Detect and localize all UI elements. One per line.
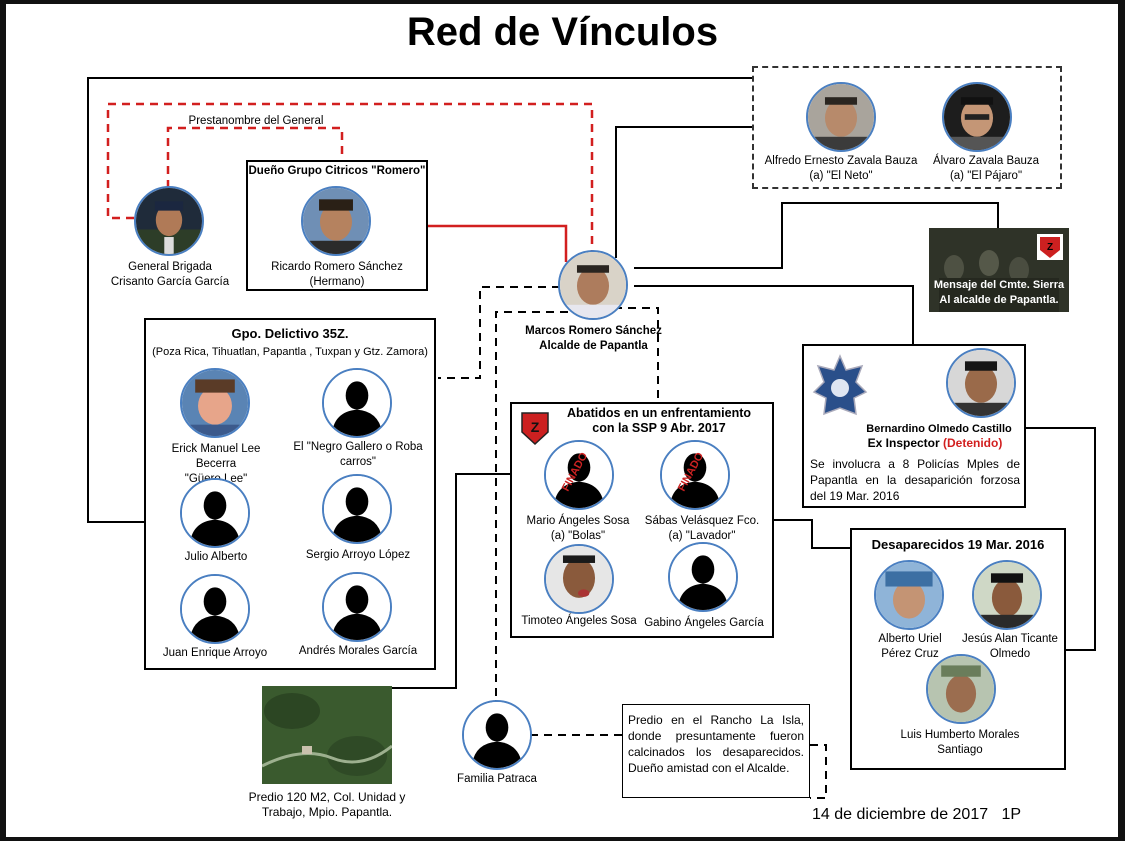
zavala-name-1: Alfredo Ernesto Zavala Bauza (a) "El Net… <box>764 155 918 182</box>
abatidos-header: Abatidos en un enfrentamiento con la SSP… <box>566 406 752 435</box>
svg-text:Z: Z <box>531 419 540 435</box>
general-name: General Brigada Crisanto García García <box>110 261 230 288</box>
zavala-photo-1 <box>806 82 876 152</box>
predio-satellite-image <box>262 686 392 784</box>
abatidos-silhouette-1 <box>544 440 614 510</box>
svg-text:Z: Z <box>1047 242 1053 253</box>
grupo-photo-1 <box>180 368 250 438</box>
predio-caption: Predio 120 M2, Col. Unidad y Trabajo, Mp… <box>248 790 406 819</box>
zetas-logo-icon: Z <box>520 410 550 446</box>
romero-photo <box>301 186 371 256</box>
abatidos-name-1: Mario Ángeles Sosa (a) "Bolas" <box>526 515 630 542</box>
romero-header: Dueño Grupo Citricos "Romero" <box>248 165 426 177</box>
desaparecidos-photo-2 <box>972 560 1042 630</box>
general-photo <box>134 186 204 256</box>
desaparecidos-photo-3 <box>926 654 996 724</box>
patraca-name: Familia Patraca <box>457 773 537 785</box>
inspector-photo <box>946 348 1016 418</box>
grupo-silhouette-4 <box>322 474 392 544</box>
abatidos-name-3: Timoteo Ángeles Sosa <box>521 615 637 627</box>
alcalde-photo <box>558 250 628 320</box>
grupo-subheader: (Poza Rica, Tihuatlan, Papantla , Tuxpan… <box>152 346 428 358</box>
grupo-silhouette-3 <box>180 478 250 548</box>
abatidos-silhouette-2 <box>660 440 730 510</box>
prestanombre-label: Prestanombre del General <box>188 115 324 127</box>
inspector-role: Ex Inspector <box>867 436 940 450</box>
mensaje-image: Z <box>929 228 1069 312</box>
mensaje-text: Mensaje del Cmte. Sierra Al alcalde de P… <box>933 279 1065 306</box>
date-footer: 14 de diciembre de 2017 1P <box>812 806 1022 823</box>
inspector-name: Bernardino Olmedo Castillo <box>866 423 1012 435</box>
rancho-text: Predio en el Rancho La Isla, donde presu… <box>628 713 804 775</box>
grupo-name-2: El "Negro Gallero o Roba carros" <box>293 441 423 468</box>
abatidos-silhouette-4 <box>668 542 738 612</box>
desaparecidos-name-1: Alberto Uriel Pérez Cruz <box>878 633 942 660</box>
inspector-text: Se involucra a 8 Policías Mples de Papan… <box>810 457 1020 503</box>
grupo-name-4: Sergio Arroyo López <box>305 549 411 561</box>
grupo-name-5: Juan Enrique Arroyo <box>162 647 268 659</box>
desaparecidos-name-2: Jesús Alan Ticante Olmedo <box>962 633 1058 660</box>
rancho-box <box>622 704 810 798</box>
inspector-status: (Detenido) <box>943 436 1003 450</box>
grupo-name-6: Andrés Morales García <box>298 645 418 657</box>
desaparecidos-photo-1 <box>874 560 944 630</box>
abatidos-photo-3 <box>544 544 614 614</box>
inspector-role-line: Ex Inspector (Detenido) <box>846 436 1024 451</box>
abatidos-name-4: Gabino Ángeles García <box>644 617 764 629</box>
romero-name: Ricardo Romero Sánchez (Hermano) <box>271 261 403 288</box>
grupo-header: Gpo. Delictivo 35Z. <box>231 326 349 341</box>
patraca-silhouette <box>462 700 532 770</box>
grupo-silhouette-2 <box>322 368 392 438</box>
grupo-name-3: Julio Alberto <box>184 551 248 563</box>
abatidos-name-2: Sábas Velásquez Fco. (a) "Lavador" <box>644 515 760 542</box>
desaparecidos-header: Desaparecidos 19 Mar. 2016 <box>871 537 1045 552</box>
grupo-silhouette-5 <box>180 574 250 644</box>
zavala-photo-2 <box>942 82 1012 152</box>
grupo-silhouette-6 <box>322 572 392 642</box>
police-badge-icon <box>812 354 868 424</box>
alcalde-name: Marcos Romero Sánchez Alcalde de Papantl… <box>525 325 662 352</box>
page-title: Red de Vínculos <box>406 10 719 54</box>
zavala-name-2: Álvaro Zavala Bauza (a) "El Pájaro" <box>932 155 1040 182</box>
desaparecidos-name-3: Luis Humberto Morales Santiago <box>900 729 1020 756</box>
